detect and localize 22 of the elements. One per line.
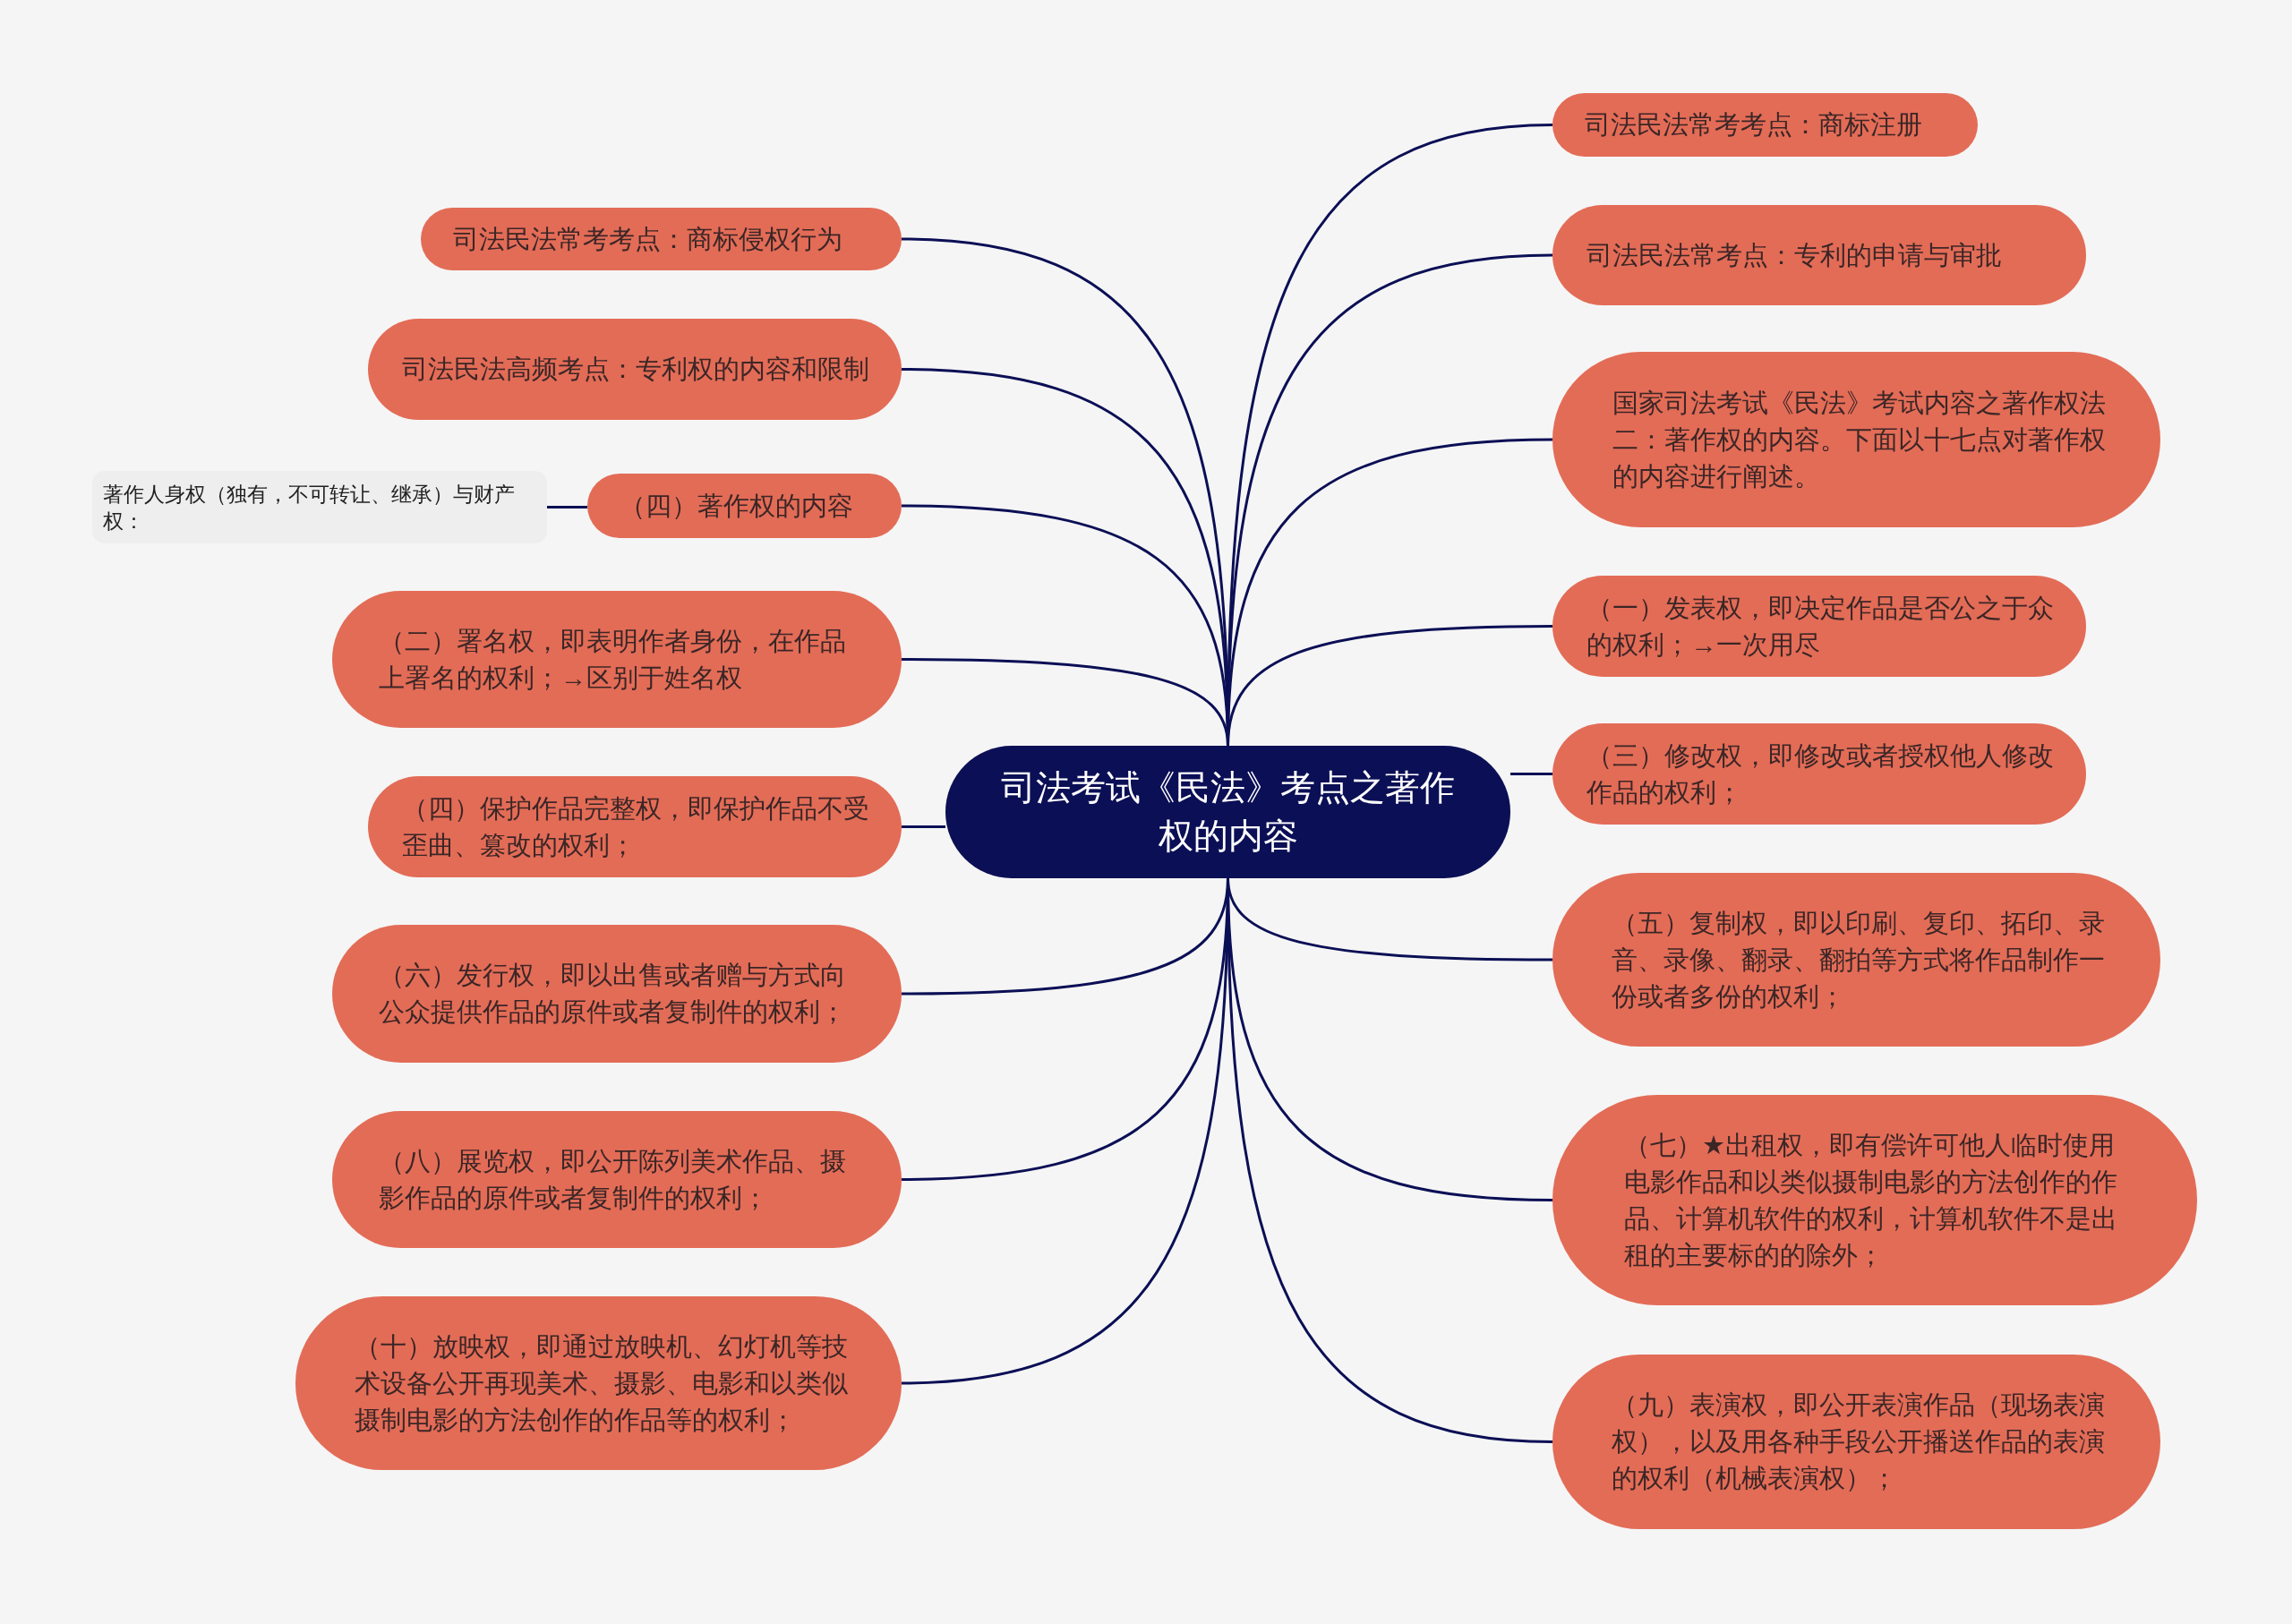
topic-box: （四）著作权的内容 <box>587 474 902 538</box>
topic-box: 司法民法常考考点：商标注册 <box>1552 93 1978 157</box>
topic-box: （一）发表权，即决定作品是否公之于众的权利；→一次用尽 <box>1552 576 2086 677</box>
topic-box: （九）表演权，即公开表演作品（现场表演权），以及用各种手段公开播送作品的表演的权利（机械表演权）； <box>1552 1355 2160 1529</box>
topic-box: （十）放映权，即通过放映机、幻灯机等技术设备公开再现美术、摄影、电影和以类似摄制电影的方法创作的作品等的权利； <box>295 1296 902 1470</box>
topic-box: （二）署名权，即表明作者身份，在作品上署名的权利；→区别于姓名权 <box>332 591 902 728</box>
topic-box: 司法民法常考考点：商标侵权行为 <box>421 208 902 270</box>
topic-box: （六）发行权，即以出售或者赠与方式向公众提供作品的原件或者复制件的权利； <box>332 925 902 1063</box>
note-box: 著作人身权（独有，不可转让、继承）与财产权： <box>92 471 547 543</box>
connector-line <box>1510 773 1552 775</box>
topic-box: （五）复制权，即以印刷、复印、拓印、录音、录像、翻录、翻拍等方式将作品制作一份或者多份的权利； <box>1552 873 2160 1047</box>
connector-line <box>547 506 587 509</box>
connector-line <box>1227 625 1552 747</box>
topic-box: （四）保护作品完整权，即保护作品不受歪曲、篡改的权利； <box>368 776 902 877</box>
topic-box: （三）修改权，即修改或者授权他人修改作品的权利； <box>1552 723 2086 825</box>
connector-line <box>902 825 945 828</box>
topic-box: 司法民法高频考点：专利权的内容和限制 <box>368 319 902 420</box>
central-topic-box: 司法考试《民法》考点之著作权的内容 <box>945 746 1510 878</box>
topic-box: （八）展览权，即公开陈列美术作品、摄影作品的原件或者复制件的权利； <box>332 1111 902 1248</box>
topic-box: 国家司法考试《民法》考试内容之著作权法二：著作权的内容。下面以十七点对著作权的内容进行阐述。 <box>1552 352 2160 527</box>
topic-box: 司法民法常考点：专利的申请与审批 <box>1552 205 2086 305</box>
topic-box: （七）★出租权，即有偿许可他人临时使用电影作品和以类似摄制电影的方法创作的作品、计算机软件的权利，计算机软件不是出租的主要标的的除外； <box>1552 1095 2197 1305</box>
